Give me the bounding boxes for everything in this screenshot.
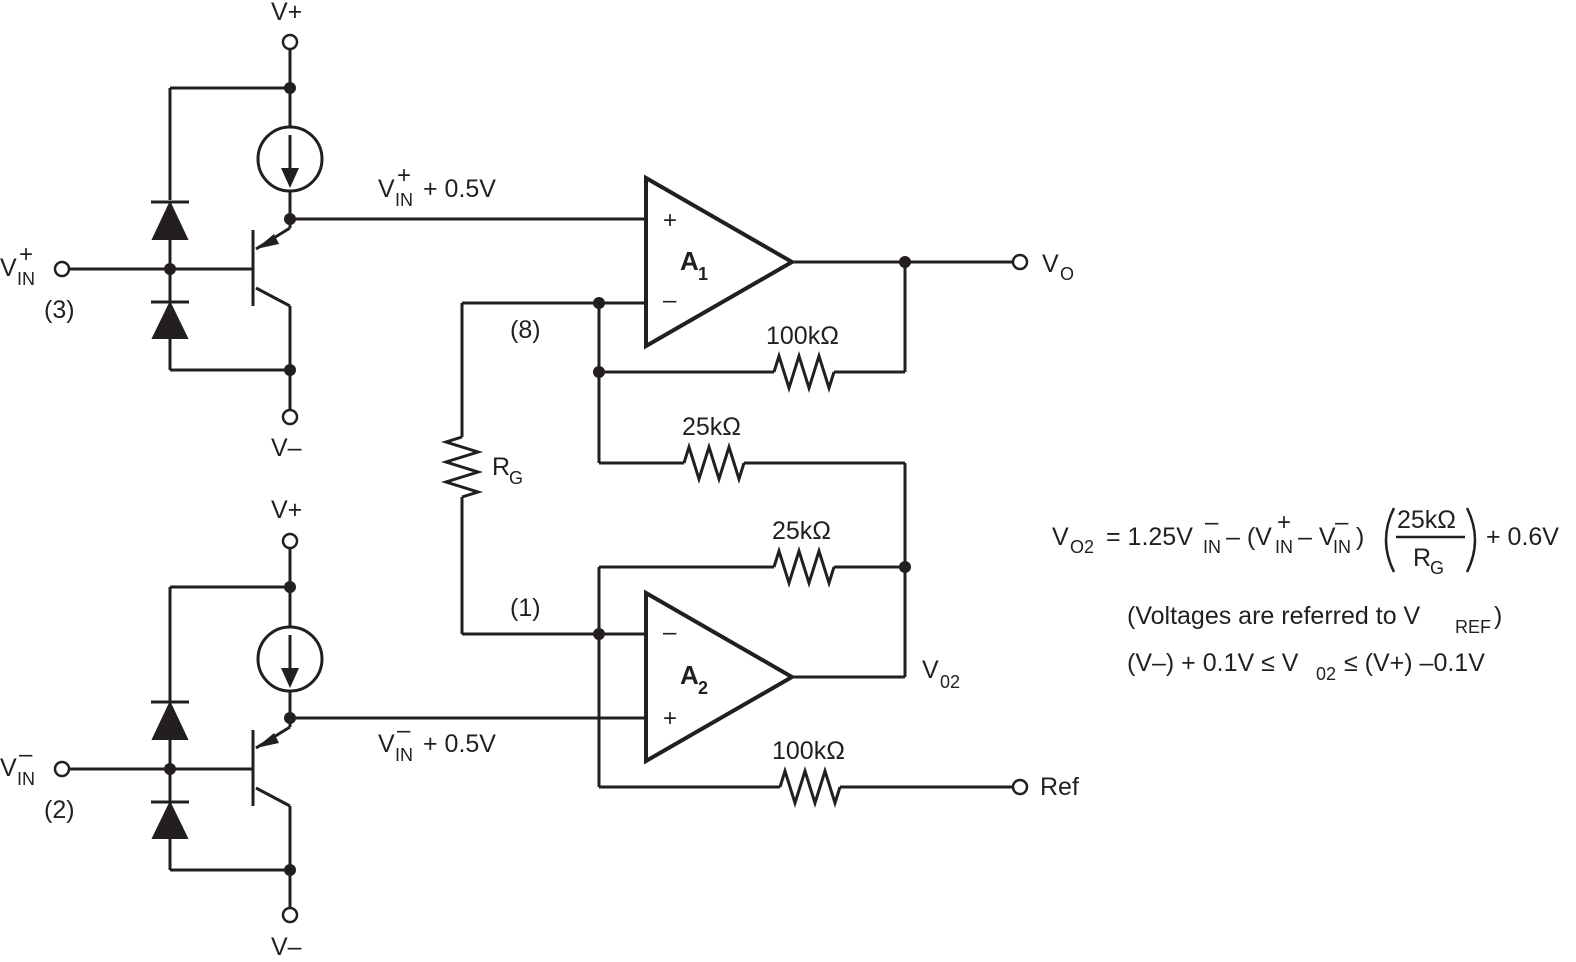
- eq3-text-b: ≤ (V+) –0.1V: [1344, 649, 1485, 677]
- eq3-sub: 02: [1316, 664, 1336, 684]
- opamp-a1: [644, 174, 797, 350]
- a1-minus-label: –: [663, 287, 677, 314]
- eq1-frac-num: 25kΩ: [1397, 506, 1456, 534]
- r100k-bottom-label: 100kΩ: [772, 737, 845, 765]
- r25k-mid-label: 25kΩ: [682, 413, 741, 441]
- resistor-25k-mid: [682, 441, 746, 485]
- resistor-100k-bottom: [778, 765, 842, 809]
- vpos-terminal-bottom: [281, 532, 299, 550]
- a2-label: A: [680, 660, 699, 690]
- opamp-a2: [644, 589, 797, 765]
- diode-top-lower: [151, 300, 189, 339]
- vneg-label-bottom: V–: [271, 933, 302, 961]
- vo-label: V: [1042, 250, 1059, 278]
- equations: V O2 = 1.25V – IN – (V + IN – V – IN ) 2…: [1052, 506, 1559, 684]
- pin2-label: (2): [44, 796, 75, 824]
- vin-minus-label: V: [0, 754, 17, 782]
- eq3-text-a: (V–) + 0.1V ≤ V: [1127, 649, 1299, 677]
- vpos-terminal-top: [281, 33, 299, 51]
- diode-top-upper: [151, 200, 189, 240]
- labels: V+ V– V+ V– V + IN (3) V – IN (2) V + IN…: [0, 0, 1079, 961]
- node-bottom-sup: –: [397, 717, 411, 744]
- vneg-terminal-top: [281, 408, 299, 426]
- v02-label: V: [922, 656, 939, 684]
- current-source-top: [256, 125, 324, 193]
- vneg-label-top: V–: [271, 434, 302, 462]
- eq2-text: (Voltages are referred to V: [1127, 602, 1421, 630]
- node-top-sup: +: [397, 162, 411, 189]
- eq1-paren-left: [1384, 507, 1396, 573]
- vin-plus-terminal: [53, 260, 71, 278]
- node-bottom-sub: IN: [395, 745, 413, 765]
- pnp-transistor-top: [251, 219, 292, 370]
- feedback-network: [440, 253, 1029, 809]
- node-top-sub: IN: [395, 190, 413, 210]
- a1-sub: 1: [698, 264, 708, 284]
- pnp-transistor-bottom: [251, 718, 292, 870]
- ref-label: Ref: [1040, 773, 1079, 801]
- a1-plus-label: +: [663, 207, 677, 234]
- eq1-term-d: – V: [1298, 523, 1336, 551]
- diode-bottom-upper: [151, 700, 189, 740]
- top-input-stage: [53, 33, 648, 426]
- pin1-label: (1): [510, 594, 541, 622]
- vpos-label-bottom: V+: [271, 496, 302, 524]
- vin-minus-sup: –: [19, 741, 33, 768]
- resistor-25k-low: [772, 545, 836, 589]
- eq1-frac-den: R: [1413, 544, 1431, 572]
- bottom-input-stage: [53, 532, 648, 924]
- rg-sub: G: [509, 468, 523, 488]
- r25k-low-label: 25kΩ: [772, 517, 831, 545]
- vo-sub: O: [1060, 264, 1074, 284]
- resistor-100k-top: [772, 350, 836, 394]
- resistor-rg: [440, 435, 484, 499]
- eq1-term-d-sup: –: [1335, 509, 1349, 536]
- vin-plus-sup: +: [19, 241, 33, 268]
- vpos-label-top: V+: [271, 0, 302, 26]
- eq1-term-b-sub: IN: [1203, 537, 1221, 557]
- eq1-term-c-sup: +: [1277, 509, 1291, 536]
- eq1-term-f: + 0.6V: [1486, 523, 1559, 551]
- eq1-term-b-sup: –: [1205, 509, 1219, 536]
- vin-plus-label: V: [0, 254, 17, 282]
- vin-minus-terminal: [53, 760, 71, 778]
- v02-sub: 02: [940, 672, 960, 692]
- current-source-bottom: [256, 625, 324, 693]
- eq1-term-c-sub: IN: [1275, 537, 1293, 557]
- pin8-label: (8): [510, 316, 541, 344]
- pin3-label: (3): [44, 296, 75, 324]
- eq1-frac-den-sub: G: [1430, 558, 1444, 578]
- vneg-terminal-bottom: [281, 906, 299, 924]
- node-top-offset: + 0.5V: [423, 175, 496, 203]
- a2-sub: 2: [698, 678, 708, 698]
- eq1-paren-right: [1465, 507, 1477, 573]
- eq1-term-e: ): [1356, 523, 1364, 551]
- eq1-term-c: – (V: [1226, 523, 1272, 551]
- vin-plus-sub: IN: [17, 269, 35, 289]
- a1-label: A: [680, 246, 699, 276]
- node-bottom-v: V: [378, 730, 395, 758]
- eq1-vo2: V: [1052, 523, 1069, 551]
- eq2-end: ): [1494, 602, 1502, 630]
- rg-label: R: [492, 453, 510, 481]
- node-bottom-offset: + 0.5V: [423, 730, 496, 758]
- vin-minus-sub: IN: [17, 769, 35, 789]
- diode-bottom-lower: [151, 800, 189, 839]
- ref-terminal: [1011, 778, 1029, 796]
- a2-plus-label: +: [663, 705, 677, 732]
- node-top-v: V: [378, 175, 395, 203]
- eq1-term-b: = 1.25V: [1106, 523, 1193, 551]
- eq1-term-d-sub: IN: [1333, 537, 1351, 557]
- eq2-sub: REF: [1455, 617, 1491, 637]
- vo-terminal: [1011, 253, 1029, 271]
- r100k-top-label: 100kΩ: [766, 322, 839, 350]
- a2-minus-label: –: [663, 619, 677, 646]
- eq1-vo2-sub: O2: [1070, 537, 1094, 557]
